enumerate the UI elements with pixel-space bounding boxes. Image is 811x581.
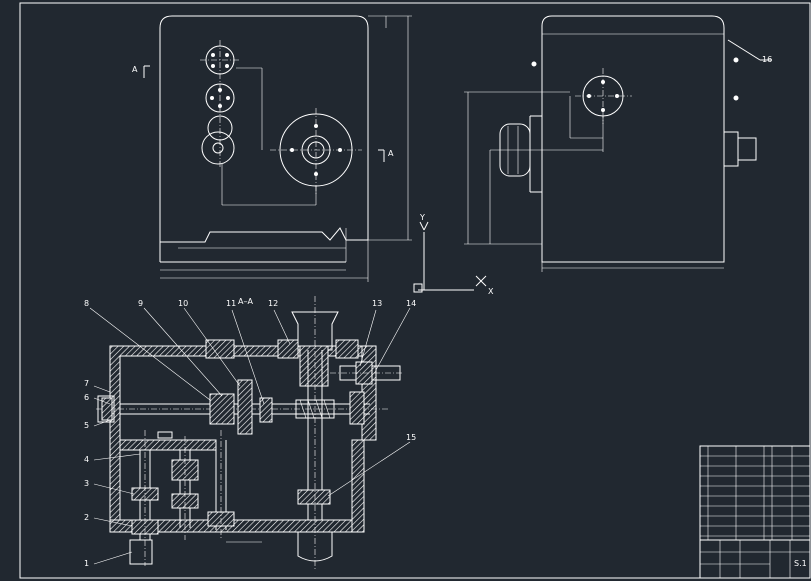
balloon-14: 14 [406,299,416,308]
title-block: S.1 [699,445,811,579]
balloon-11: 11 [226,299,236,308]
balloon-6: 6 [84,393,89,402]
view-marker-left: A [132,65,138,74]
leader-lines [89,307,411,565]
balloon-2: 2 [84,513,89,522]
section-view: A–A [89,296,411,570]
balloon-labels: 1 2 3 4 5 6 7 8 9 10 11 12 13 14 15 16 [84,55,772,568]
view-marker-right: A [388,149,394,158]
balloon-16: 16 [762,55,772,64]
axis-y-label: Y [419,213,425,222]
balloon-7: 7 [84,379,89,388]
front-view: A A [132,15,412,282]
ucs-axis: Y X [413,213,494,296]
side-view [464,15,772,272]
section-title: A–A [238,297,253,306]
balloon-15: 15 [406,433,416,442]
balloon-5: 5 [84,421,89,430]
balloon-10: 10 [178,299,188,308]
balloon-12: 12 [268,299,278,308]
balloon-1: 1 [84,559,89,568]
drawing-frame [19,2,811,579]
axis-x-label: X [488,287,494,296]
balloon-8: 8 [84,299,89,308]
balloon-9: 9 [138,299,143,308]
balloon-3: 3 [84,479,89,488]
balloon-4: 4 [84,455,89,464]
title-block-code: S.1 [794,559,807,568]
balloon-13: 13 [372,299,382,308]
